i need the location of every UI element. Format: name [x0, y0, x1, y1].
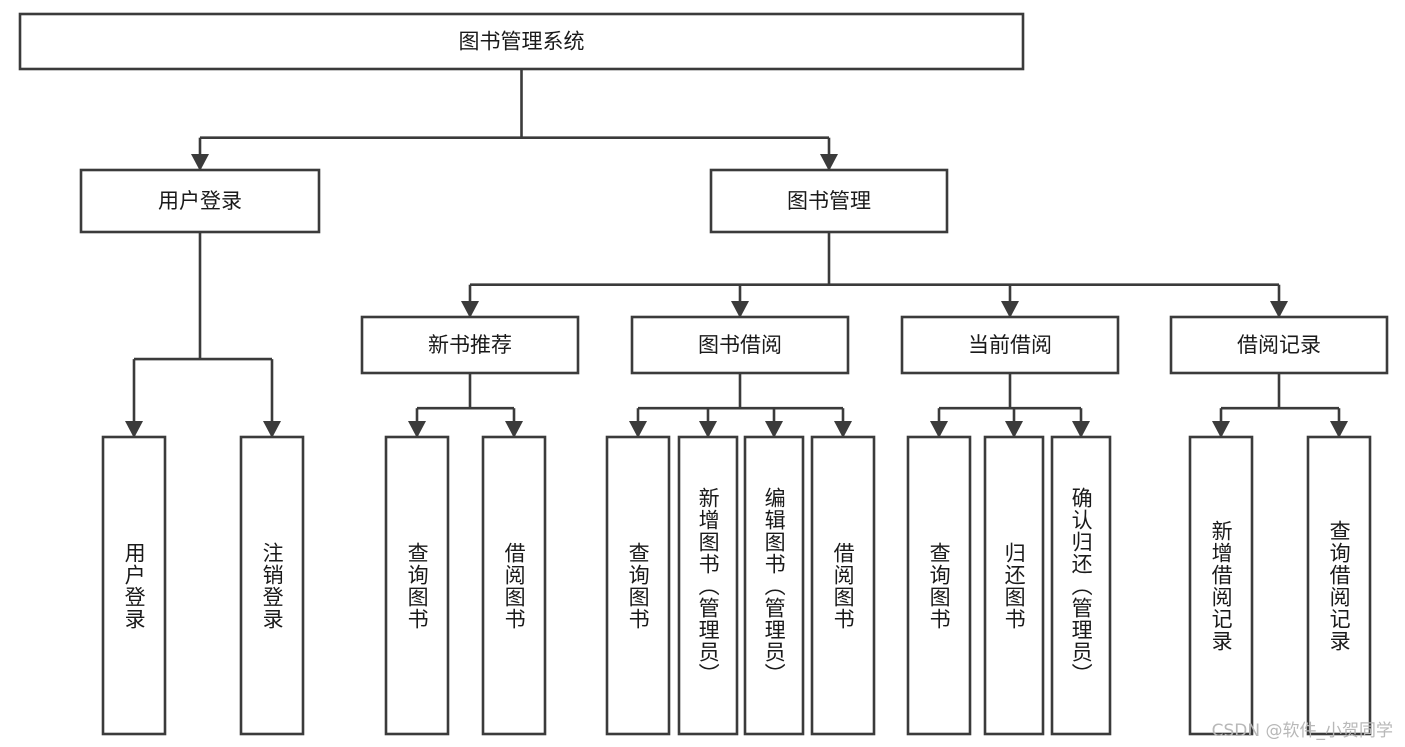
- node-box-leaf_return_book[interactable]: [983, 435, 1045, 736]
- node-box-leaf_query_book_1[interactable]: [384, 435, 450, 736]
- arrow-head-leaf_borrow_book_1: [505, 421, 523, 438]
- arrow-head-leaf_borrow_book_2: [834, 421, 852, 438]
- node-box-leaf_edit_book[interactable]: [743, 435, 805, 736]
- arrow-head-leaf_return_book: [1005, 421, 1023, 438]
- node-box-layer: [18, 12, 1389, 736]
- node-box-user_login[interactable]: [79, 168, 321, 234]
- node-box-borrow_record[interactable]: [1169, 315, 1389, 375]
- node-label-root: 图书管理系统: [459, 30, 585, 54]
- csdn-watermark: CSDN @软件_小贺同学: [1211, 721, 1393, 741]
- node-label-book_mgmt: 图书管理: [787, 189, 871, 213]
- node-box-leaf_user_logout[interactable]: [239, 435, 305, 736]
- node-label-new_book_rec: 新书推荐: [428, 333, 512, 357]
- node-label-borrow_record: 借阅记录: [1237, 333, 1321, 357]
- node-box-new_book_rec[interactable]: [360, 315, 580, 375]
- node-box-current_borrow[interactable]: [900, 315, 1120, 375]
- node-box-leaf_query_book_2[interactable]: [605, 435, 671, 736]
- arrow-head-leaf_confirm_return: [1072, 421, 1090, 438]
- node-box-book_borrow[interactable]: [630, 315, 850, 375]
- arrow-head-current_borrow: [1001, 301, 1019, 318]
- arrow-head-book_borrow: [731, 301, 749, 318]
- node-box-leaf_add_book[interactable]: [677, 435, 739, 736]
- node-box-leaf_confirm_return[interactable]: [1050, 435, 1112, 736]
- arrow-head-leaf_add_record: [1212, 421, 1230, 438]
- arrow-head-leaf_edit_book: [765, 421, 783, 438]
- node-box-leaf_add_record[interactable]: [1188, 435, 1254, 736]
- node-box-leaf_user_login[interactable]: [101, 435, 167, 736]
- node-box-book_mgmt[interactable]: [709, 168, 949, 234]
- node-box-root[interactable]: [18, 12, 1025, 71]
- arrow-head-leaf_query_book_1: [408, 421, 426, 438]
- node-box-leaf_query_book_3[interactable]: [906, 435, 972, 736]
- node-box-leaf_borrow_book_1[interactable]: [481, 435, 547, 736]
- arrow-head-borrow_record: [1270, 301, 1288, 318]
- node-label-current_borrow: 当前借阅: [968, 333, 1052, 357]
- node-box-leaf_query_record[interactable]: [1306, 435, 1372, 736]
- node-box-leaf_borrow_book_2[interactable]: [810, 435, 876, 736]
- arrow-head-leaf_user_login: [125, 421, 143, 438]
- arrow-head-new_book_rec: [461, 301, 479, 318]
- node-label-book_borrow: 图书借阅: [698, 333, 782, 357]
- arrow-head-user_login: [191, 154, 209, 171]
- arrow-head-leaf_query_book_3: [930, 421, 948, 438]
- connector-layer: [125, 69, 1348, 438]
- arrow-head-leaf_query_book_2: [629, 421, 647, 438]
- arrow-head-leaf_add_book: [699, 421, 717, 438]
- arrow-head-book_mgmt: [820, 154, 838, 171]
- arrow-head-leaf_user_logout: [263, 421, 281, 438]
- node-label-user_login: 用户登录: [158, 189, 242, 213]
- arrow-head-leaf_query_record: [1330, 421, 1348, 438]
